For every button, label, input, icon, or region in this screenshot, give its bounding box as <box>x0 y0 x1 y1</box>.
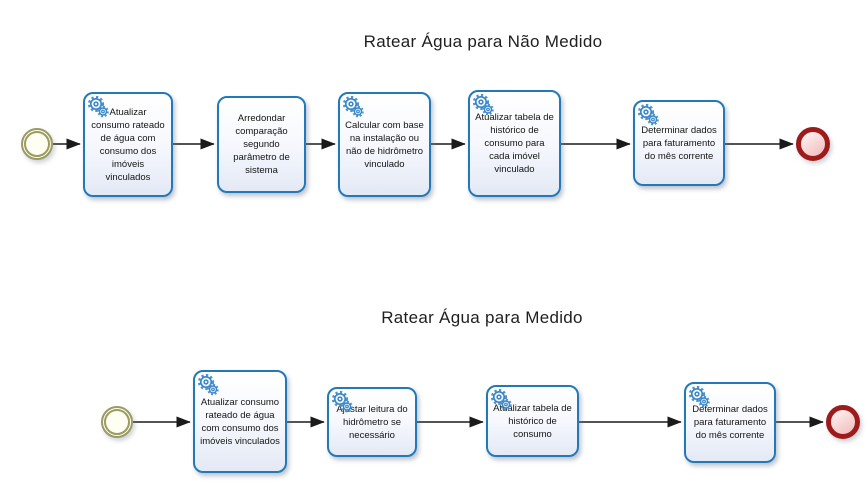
start-event-inner-ring <box>24 131 50 157</box>
end-event-nao-medido[interactable] <box>796 127 830 161</box>
task-label: Atualizar consumo rateado de água com co… <box>91 106 165 183</box>
task-label: Atualizar consumo rateado de água com co… <box>200 396 280 447</box>
task-determinar-dados-faturamento-nao-medido[interactable]: Determinar dados para faturamento do mês… <box>633 100 725 186</box>
service-task-gear-icon <box>196 373 221 398</box>
flow-title-nao-medido: Ratear Água para Não Medido <box>363 32 603 51</box>
start-event-nao-medido[interactable] <box>21 128 53 160</box>
task-label: Arredondar comparação segundo parâmetro … <box>233 113 290 176</box>
flow-title-medido: Ratear Água para Medido <box>381 308 583 327</box>
end-event-medido[interactable] <box>826 405 860 439</box>
task-label: Atualizar tabela de histórico de consumo… <box>475 112 554 175</box>
task-arredondar-comparacao[interactable]: Arredondar comparação segundo parâmetro … <box>217 96 306 193</box>
service-task-gear-icon <box>341 95 366 120</box>
task-label: Determinar dados para faturamento do mês… <box>692 404 768 441</box>
task-label: Calcular com base na instalação ou não d… <box>345 119 424 170</box>
task-atualizar-consumo-rateado-medido[interactable]: Atualizar consumo rateado de água com co… <box>193 370 287 473</box>
task-atualizar-consumo-rateado-nao-medido[interactable]: Atualizar consumo rateado de água com co… <box>83 92 173 197</box>
task-ajustar-leitura-hidrometro[interactable]: Ajustar leitura do hidrômetro se necessá… <box>327 387 417 457</box>
task-label: Determinar dados para faturamento do mês… <box>641 124 717 162</box>
task-determinar-dados-faturamento-medido[interactable]: Determinar dados para faturamento do mês… <box>684 382 776 463</box>
start-event-inner-ring <box>104 409 130 435</box>
task-atualizar-tabela-historico-imovel[interactable]: Atualizar tabela de histórico de consumo… <box>468 90 561 197</box>
task-label: Atualizar tabela de histórico de consumo <box>493 402 572 440</box>
task-atualizar-tabela-historico-consumo[interactable]: Atualizar tabela de histórico de consumo <box>486 385 579 457</box>
task-calcular-com-base-instalacao[interactable]: Calcular com base na instalação ou não d… <box>338 92 431 197</box>
task-label: Ajustar leitura do hidrômetro se necessá… <box>336 403 408 441</box>
start-event-medido[interactable] <box>101 406 133 438</box>
